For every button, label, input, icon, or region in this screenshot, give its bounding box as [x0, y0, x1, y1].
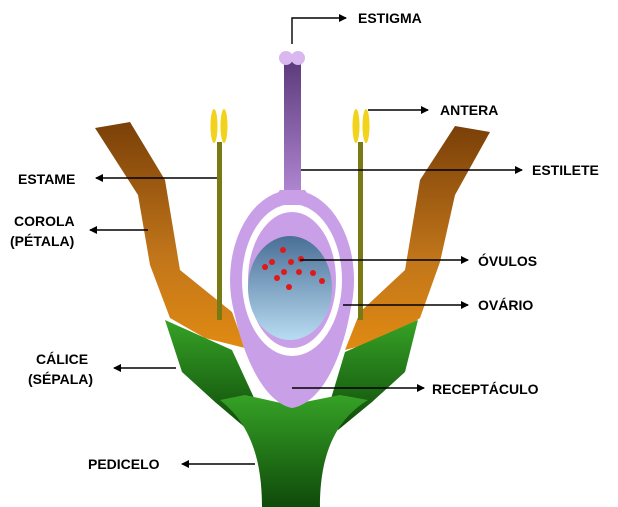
- label-estame: ESTAME: [18, 171, 75, 187]
- label-estilete: ESTILETE: [532, 162, 599, 178]
- label-corola: COROLA: [14, 213, 75, 229]
- pedicel: [220, 395, 368, 507]
- label-antera: ANTERA: [440, 102, 498, 118]
- style: [284, 60, 301, 200]
- stamen-filament-left: [217, 142, 222, 320]
- style-base: [268, 190, 316, 205]
- anther-right: [353, 109, 370, 143]
- petal-left: [95, 122, 245, 348]
- anther-left: [211, 109, 228, 143]
- label-pedicelo: PEDICELO: [88, 456, 160, 472]
- petal-right: [345, 126, 490, 350]
- label-ovario: OVÁRIO: [478, 297, 533, 313]
- stamen-filament-right: [358, 142, 363, 320]
- label-ovulos: ÓVULOS: [478, 252, 537, 269]
- label-corola-sub: (PÉTALA): [10, 233, 74, 249]
- label-calice-sub: (SÉPALA): [28, 371, 93, 387]
- arrow-estigma: [292, 18, 346, 44]
- label-estigma: ESTIGMA: [358, 10, 422, 26]
- label-calice: CÁLICE: [36, 351, 88, 367]
- label-receptaculo: RECEPTÁCULO: [432, 381, 539, 397]
